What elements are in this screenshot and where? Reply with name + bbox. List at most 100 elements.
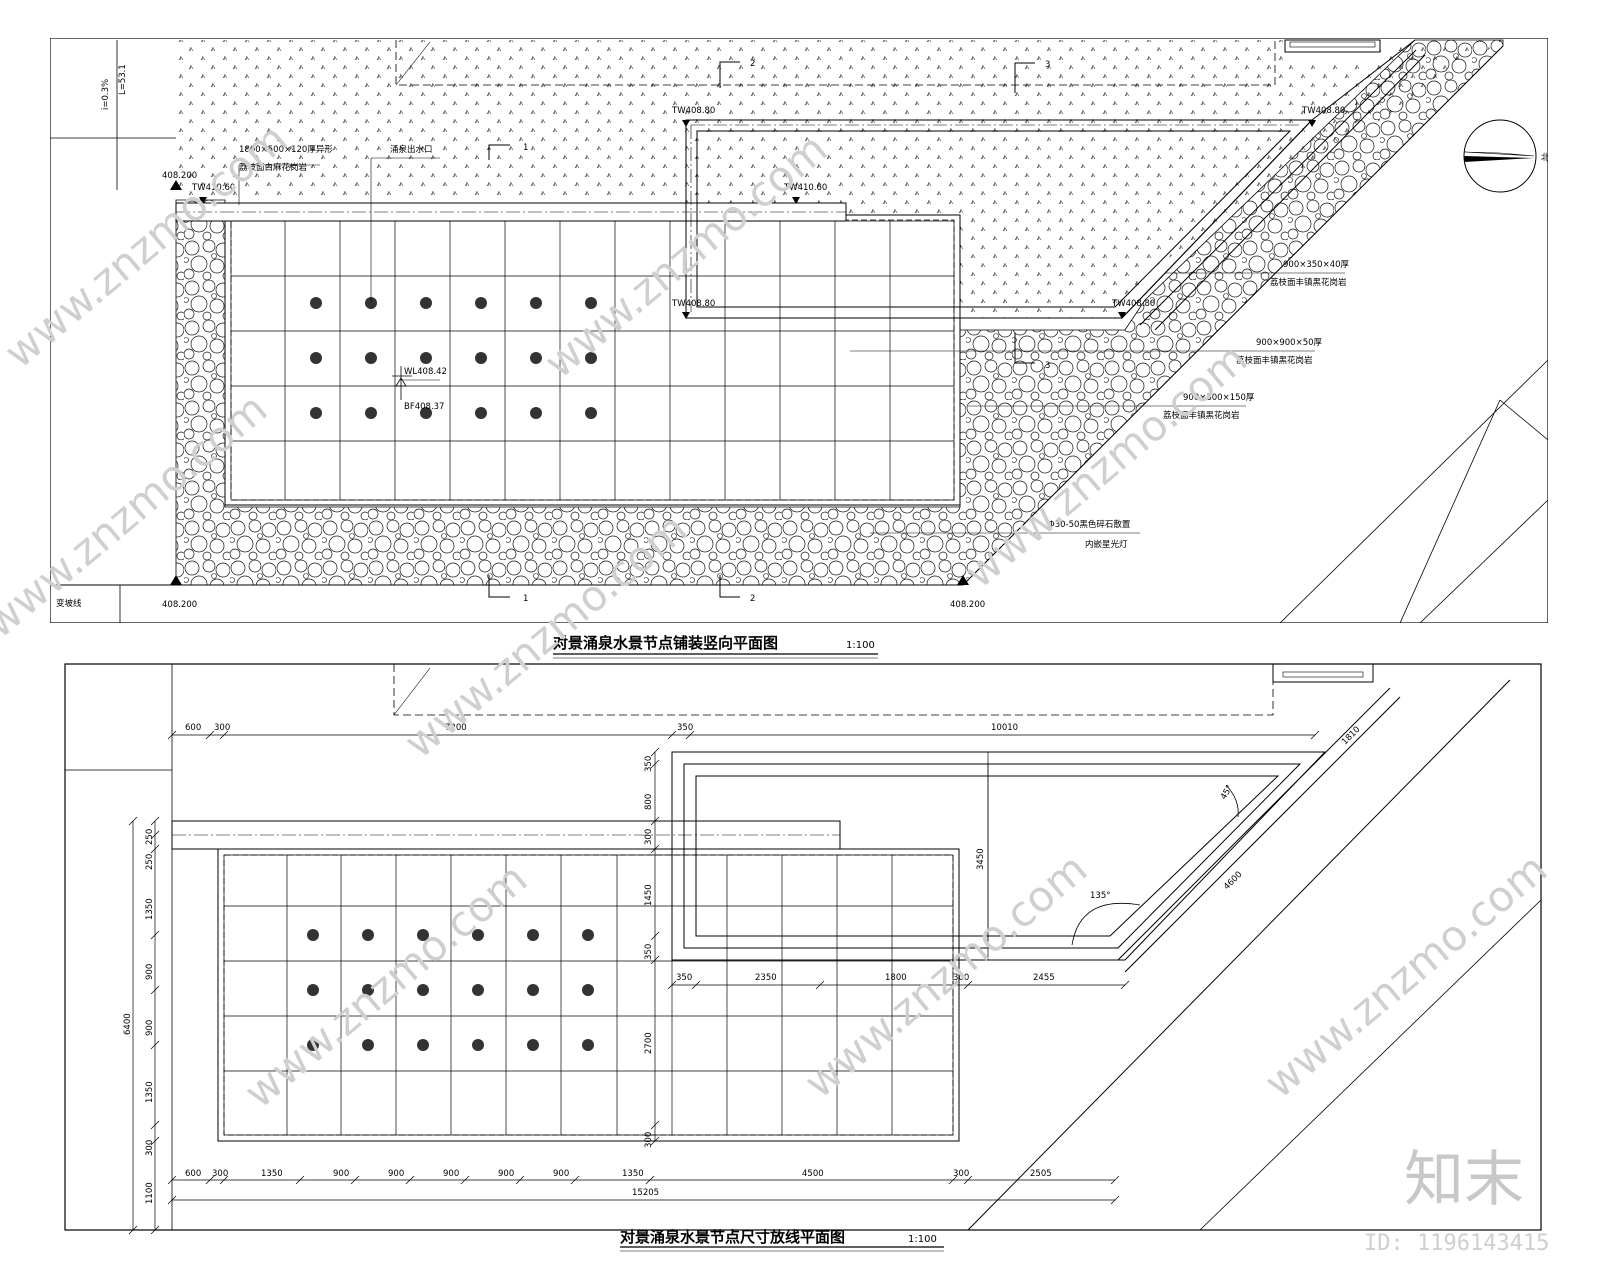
bot-dim-7: 900 [498, 1169, 514, 1179]
mid-dim-4: 1450 [644, 884, 654, 906]
r2-label-a: 900×900×50厚 [1256, 338, 1323, 348]
left-dim-3: 1350 [145, 898, 155, 920]
bot-dim-8: 900 [553, 1169, 569, 1179]
slope-note-1: i=0.3% [101, 79, 111, 110]
bot-dim-12: 2505 [1030, 1169, 1052, 1179]
bot-dim-6: 900 [443, 1169, 459, 1179]
road-lines [1279, 359, 1548, 623]
sec2-top: 2 [750, 59, 755, 69]
dimension-lines [128, 730, 1320, 1235]
inner-dim-1: 350 [676, 973, 692, 983]
mid-dim-3: 300 [644, 829, 654, 845]
diag-a: 1810 [1340, 725, 1362, 747]
jet [420, 352, 432, 364]
bench-label-2: 荔枝面白麻花岗岩 [239, 162, 308, 173]
plan1-title: 对景涌泉水景节点铺装竖向平面图 [553, 634, 778, 652]
left-dim-5: 900 [145, 1020, 155, 1036]
tw-1: TW410.60 [191, 183, 235, 193]
top-dim-5: 10010 [991, 723, 1018, 733]
material-callouts: 1800×500×120厚异形 荔枝面白麻花岗岩 涌泉出水口 900×350×4… [238, 144, 1350, 550]
jet [527, 929, 539, 941]
top-dim-1: 600 [185, 723, 201, 733]
jet [582, 1039, 594, 1051]
jet [420, 407, 432, 419]
diagonal-border [962, 39, 1504, 586]
left-dim-2: 250 [145, 854, 155, 870]
jet [417, 1039, 429, 1051]
dashed-boundary [395, 40, 1276, 86]
jet [310, 297, 322, 309]
bot-dim-1: 600 [185, 1169, 201, 1179]
jet [582, 929, 594, 941]
jet [310, 407, 322, 419]
jet [362, 984, 374, 996]
plan2-dimension-plan: 45° 135° 600 300 7200 350 10010 600 300 … [64, 663, 1542, 1235]
jet [530, 352, 542, 364]
wl-label: WL408.42 [404, 367, 447, 377]
jet [472, 929, 484, 941]
inner-dim-2: 2350 [755, 973, 777, 983]
jet [420, 297, 432, 309]
r1-label-b: 荔枝面丰镇黑花岗岩 [1270, 277, 1347, 288]
plan1-paving-level-plan: i=0.3% L=53.1 [50, 38, 1548, 623]
fountain-jets-plan2 [307, 929, 594, 1051]
angle-b: 135° [1090, 891, 1110, 901]
section-markers: 1 2 3 3 1 2 [488, 59, 1050, 604]
left-dim-6: 1350 [145, 1081, 155, 1103]
bench-label: 1800×500×120厚异形 [239, 145, 333, 155]
jet [475, 407, 487, 419]
inner-dim-4: 300 [953, 973, 969, 983]
jet [307, 1039, 319, 1051]
bot-dim-4: 900 [333, 1169, 349, 1179]
sec3-bottom: 3 [1045, 361, 1050, 371]
lawn-area [176, 40, 1503, 318]
jet [530, 407, 542, 419]
bot-dim-10: 4500 [802, 1169, 824, 1179]
jet [307, 984, 319, 996]
outlet-label: 涌泉出水口 [390, 144, 433, 155]
plan2-frame [64, 663, 1542, 1231]
bot-dim-9: 1350 [622, 1169, 644, 1179]
left-dim-7: 300 [145, 1140, 155, 1156]
level-tl: 408.200 [162, 171, 197, 181]
tw-2: TW410.60 [783, 183, 827, 193]
sec1-bottom: 1 [523, 594, 528, 604]
fountain-paving-grid-2 [223, 854, 954, 1136]
angle-a: 45° [1219, 783, 1235, 801]
jet [472, 984, 484, 996]
sec3-top: 3 [1045, 60, 1050, 70]
jet [475, 352, 487, 364]
r3-label-b: 荔枝面丰镇黑花岗岩 [1163, 410, 1240, 421]
plan2-scale: 1:100 [908, 1234, 937, 1245]
level-bl: 408.200 [162, 600, 197, 610]
tw-5: TW408.80 [671, 299, 715, 309]
jet [585, 297, 597, 309]
mid-dim-6: 2700 [644, 1032, 654, 1054]
top-right-structure [1284, 39, 1381, 53]
total-height: 6400 [123, 1013, 133, 1035]
jet [365, 352, 377, 364]
right-height: 3450 [976, 848, 986, 870]
bot-dim-2: 300 [212, 1169, 228, 1179]
north-arrow: 北 [1463, 119, 1548, 193]
total-width: 15205 [632, 1188, 659, 1198]
inner-dim-3: 1800 [885, 973, 907, 983]
r3-label-a: 900×300×150厚 [1183, 393, 1255, 403]
jet [527, 1039, 539, 1051]
raised-planter-wall-2 [671, 679, 1511, 1231]
change-line-label: 变坡线 [56, 598, 82, 609]
pebble-label-b: 内嵌星光灯 [1085, 539, 1128, 550]
fountain-jets-plan1 [310, 297, 597, 419]
left-dim-8: 1100 [145, 1182, 155, 1204]
jet [530, 297, 542, 309]
pebble-label-a: Φ30-50黑色碎石散置 [1048, 519, 1131, 530]
jet [307, 929, 319, 941]
r2-label-b: 荔枝面丰镇黑花岗岩 [1236, 355, 1313, 366]
tw-6: TW408.80 [1111, 299, 1155, 309]
level-br: 408.200 [950, 600, 985, 610]
jet [362, 929, 374, 941]
top-dim-3: 7200 [445, 723, 467, 733]
bf-label: BF408.37 [404, 402, 444, 412]
mid-dim-1: 350 [644, 756, 654, 772]
bot-dim-3: 1350 [261, 1169, 283, 1179]
